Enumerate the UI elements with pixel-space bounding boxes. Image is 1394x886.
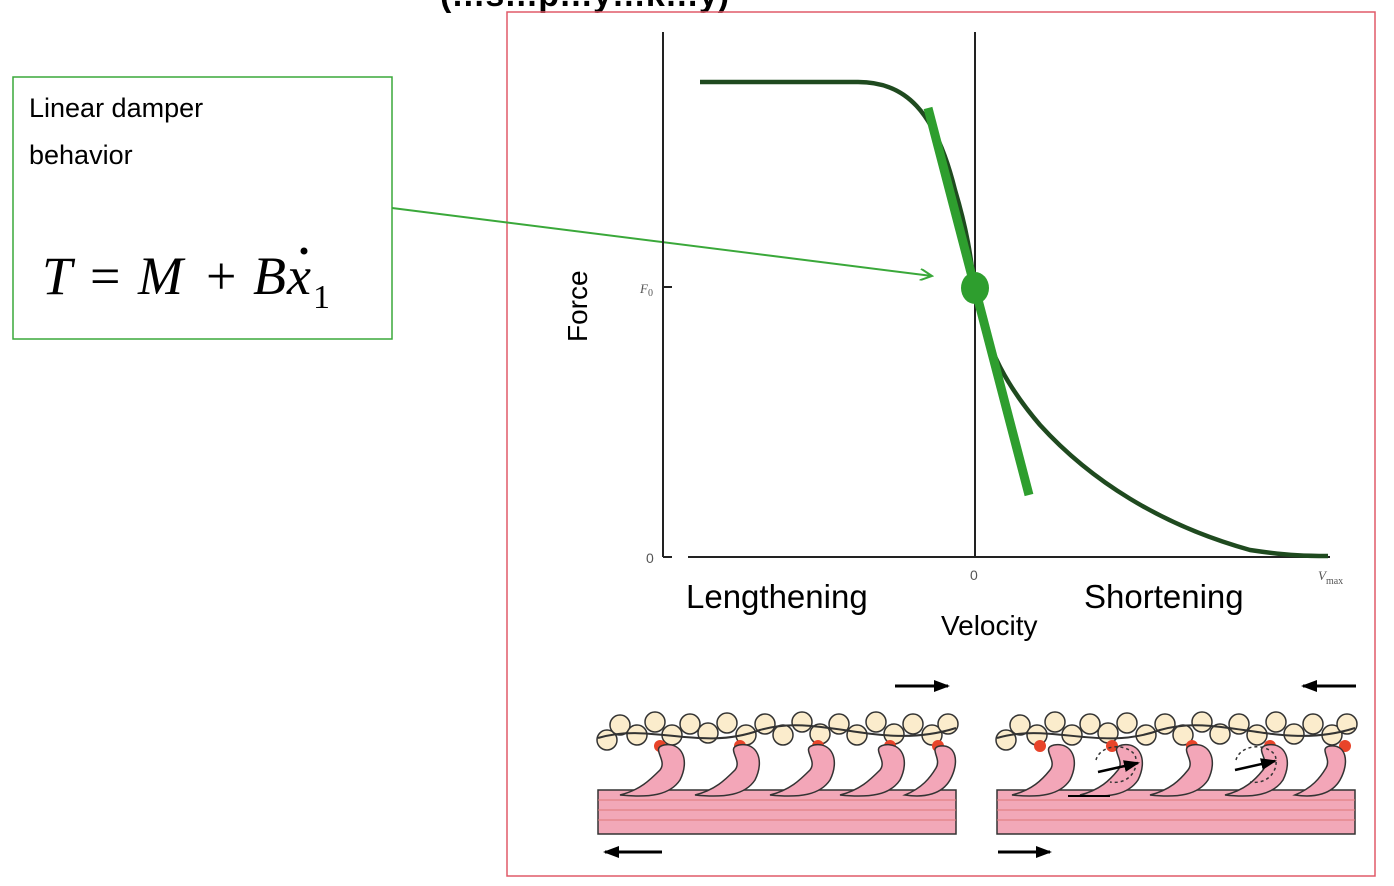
thick-filament [597, 789, 957, 835]
thin-filament [995, 711, 1358, 751]
eq-dot [300, 247, 308, 255]
thick-filament [996, 789, 1356, 835]
eq-plus: + [206, 246, 236, 306]
annotation-line1: Linear damper [29, 93, 203, 123]
region-label-lengthening: Lengthening [686, 578, 868, 615]
eq-B: B [253, 246, 286, 306]
eq-subscript: 1 [313, 279, 330, 316]
powerstroke-arrow-icon [1097, 760, 1140, 774]
y-axis-label: Force [562, 270, 593, 342]
damper-equation: T = M + B x 1 [42, 246, 330, 316]
eq-M: M [137, 246, 186, 306]
x-tick-label-vmax: Vmax [1318, 568, 1343, 587]
operating-point [961, 272, 989, 304]
x-tick-label-0: 0 [970, 567, 978, 583]
force-velocity-curve [700, 79, 1329, 559]
x-axis-label: Velocity [941, 610, 1038, 641]
y-tick-label-F0: F0 [639, 281, 653, 299]
sarcomere-illustration-shortening [995, 680, 1358, 858]
figure-frame [506, 11, 1376, 877]
powerstroke-arrow-icon [1234, 758, 1277, 772]
annotation-line2: behavior [29, 140, 133, 170]
annotation-box [12, 76, 393, 340]
thin-filament [596, 711, 959, 751]
myosin-heads [1011, 744, 1347, 797]
eq-equals: = [90, 246, 120, 306]
region-label-shortening: Shortening [1084, 578, 1244, 615]
force-velocity-chart: F0 0 0 Vmax Force Velocity Lengthening S… [562, 32, 1343, 641]
sarcomere-illustration-lengthening [596, 680, 959, 858]
myosin-heads [619, 744, 957, 797]
title-fragment: (…s…p…y…k…y) [440, 0, 729, 14]
eq-x: x [286, 246, 311, 306]
eq-T: T [42, 246, 76, 306]
y-tick-label-0: 0 [646, 550, 654, 566]
